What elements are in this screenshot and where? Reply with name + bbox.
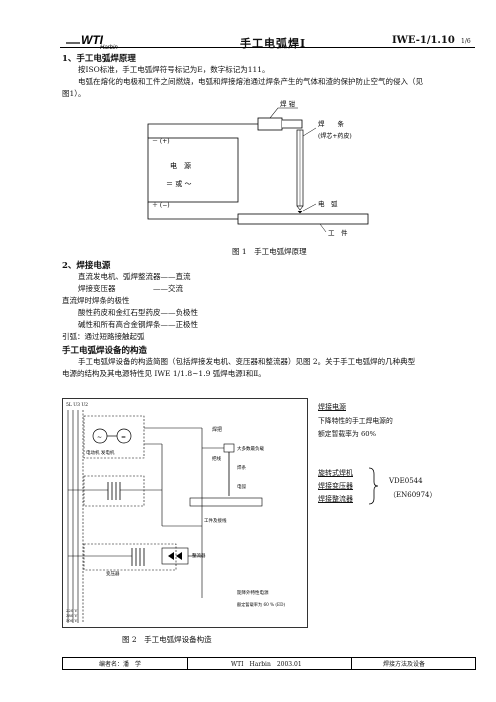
section1-p2b: 图1）。 bbox=[62, 89, 86, 98]
brace-shape bbox=[368, 467, 379, 505]
figure2-caption: 图 2 手工电弧焊设备构造 bbox=[122, 635, 212, 644]
figure2-diagram: 5L U3 U2 ~ = 电动机 发电机 变压器 整流器 焊把 把线 bbox=[62, 398, 308, 628]
figure2-frame bbox=[62, 398, 308, 628]
work-label: 工 件 bbox=[328, 228, 348, 237]
side-item-2: 焊接变压器 bbox=[318, 482, 353, 490]
generator-box bbox=[83, 415, 145, 459]
side-title: 焊接电源 bbox=[318, 403, 346, 411]
workpiece-2 bbox=[189, 497, 263, 507]
section2-l6: 引弧：通过短路接触起弧 bbox=[62, 332, 145, 341]
header-code: IWE-1/1.10 bbox=[392, 35, 455, 46]
footer-right: 焊接方法及设备 bbox=[383, 661, 426, 668]
section2-heading: 2、焊接电源 bbox=[62, 261, 111, 271]
header-title: 手工电弧焊Ⅰ bbox=[240, 37, 307, 50]
std-vde: VDE0544 bbox=[389, 477, 423, 485]
figure1-diagram: － (+) ＋ (−) 电 源 ＝ 或 ～ 焊 钳 焊 条 (焊芯+药皮) 电 … bbox=[147, 99, 369, 237]
header-page: 1/6 bbox=[461, 38, 471, 45]
header-rule bbox=[60, 47, 475, 48]
generator-label: 电动机 发电机 bbox=[86, 449, 115, 456]
work-label-2: 工件及接线 bbox=[204, 517, 227, 524]
arc-label: 电 弧 bbox=[318, 199, 338, 208]
rectifier-label: 整流器 bbox=[192, 552, 206, 559]
section1-p1: 按ISO标准，手工电弧焊符号标记为E，数字标记为111。 bbox=[78, 65, 270, 74]
plus-terminal-label: － (+) bbox=[152, 138, 170, 145]
arc-label-2: 电弧 bbox=[237, 483, 246, 490]
section2-l4: 酸性药皮和金红石型药皮——负极性 bbox=[78, 308, 198, 317]
section1-p2a: 电弧在熔化的电极和工件之间燃烧，电弧和焊接熔池通过焊条产生的气体和渣的保护防止空… bbox=[78, 77, 423, 86]
transformer2-box bbox=[83, 543, 177, 571]
minus-terminal-label: ＋ (−) bbox=[152, 202, 170, 209]
section3-p2: 电源的结构及其电源特性见 IWE 1/1.8~1.9 弧焊电源Ⅰ和Ⅱ。 bbox=[62, 369, 266, 378]
footer-editor: 编者名：潘 学 bbox=[99, 661, 142, 668]
workpiece bbox=[237, 213, 369, 225]
power-source-box bbox=[147, 137, 239, 203]
section1-heading: 1、手工电弧焊原理 bbox=[62, 54, 136, 64]
side-item-3: 焊接整流器 bbox=[318, 495, 353, 503]
std-en: （EN60974） bbox=[389, 491, 437, 499]
duty-label: 额定暂载率为 60 % (ED) bbox=[237, 601, 285, 608]
section2-l5: 碱性和所有高合金钢焊条——正极性 bbox=[78, 320, 198, 329]
side-l2: 额定暂载率为 60% bbox=[318, 430, 377, 438]
rod-sub-label: (焊芯+药皮) bbox=[318, 132, 352, 140]
volt-220: 220 V bbox=[66, 608, 77, 613]
logo-sub: Harbin bbox=[100, 45, 118, 51]
wti-logo: WTI Harbin bbox=[66, 33, 126, 51]
section2-l1: 直流发电机、弧焊整流器——直流 bbox=[78, 272, 191, 281]
char-label: 陡降外特性电源 bbox=[237, 589, 269, 596]
bus-label: 5L U3 U2 bbox=[66, 402, 88, 408]
figure1-caption: 图 1 手工电弧焊原理 bbox=[232, 247, 307, 256]
svg-text:~: ~ bbox=[97, 434, 102, 441]
arc-mark bbox=[297, 210, 303, 214]
logo-text: WTI bbox=[81, 33, 104, 47]
cable-label: 把线 bbox=[212, 455, 221, 462]
section3-heading: 手工电弧焊设备的构造 bbox=[62, 346, 148, 356]
section3-p1: 手工电弧焊设备的构造简图（包括焊接发电机、变压器和整流器）见图 2。关于手工电弧… bbox=[78, 357, 416, 366]
rod-label-2: 焊条 bbox=[237, 464, 246, 471]
side-l1: 下降特性的手工焊电源的 bbox=[318, 417, 393, 425]
source-label: 电 源 bbox=[170, 161, 191, 170]
current-label: 大多数最负载 bbox=[237, 445, 264, 452]
rod-label: 焊 条 bbox=[318, 119, 345, 128]
source-type-label: ＝ 或 ～ bbox=[166, 179, 191, 188]
volt-500: 500 V bbox=[66, 618, 77, 623]
side-item-1: 旋转式焊机 bbox=[318, 469, 353, 477]
electrode-holder bbox=[257, 117, 283, 131]
svg-text:=: = bbox=[121, 434, 126, 441]
clamp-label: 焊把 bbox=[212, 426, 222, 433]
footer-box: 编者名：潘 学 WTI Harbin 2003.01 焊接方法及设备 bbox=[62, 657, 476, 670]
volt-380: 380 V bbox=[66, 613, 77, 618]
transformer-box bbox=[83, 475, 145, 507]
holder-label: 焊 钳 bbox=[280, 99, 296, 108]
footer-center: WTI Harbin 2003.01 bbox=[231, 661, 302, 668]
section2-l3: 直流焊时焊条的极性 bbox=[62, 296, 130, 305]
transformer-label: 变压器 bbox=[106, 570, 120, 577]
section2-l2: 焊接变压器 ——交流 bbox=[78, 284, 183, 293]
